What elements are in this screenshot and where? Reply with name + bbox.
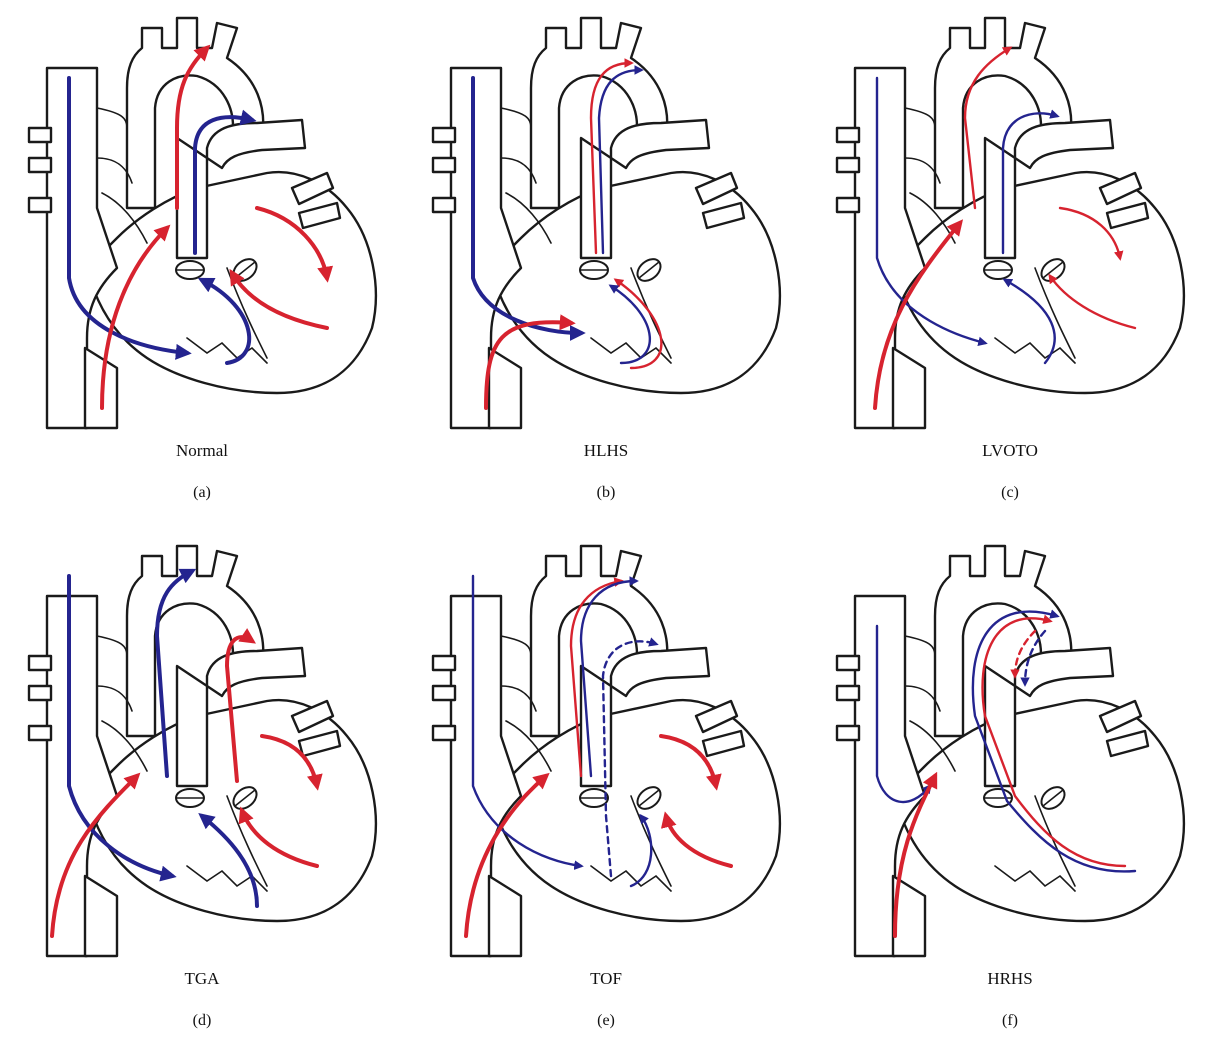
heart-diagram-normal [27, 8, 377, 418]
heart-diagram-lvoto [835, 8, 1185, 418]
heart-diagram-hrhs [835, 536, 1185, 946]
panel-f: HRHS (f) [808, 528, 1212, 1056]
panel-letter: (a) [0, 483, 404, 503]
panel-c: LVOTO (c) [808, 0, 1212, 528]
panel-title: HLHS [404, 441, 808, 461]
panel-letter: (c) [808, 483, 1212, 503]
panel-d: TGA (d) [0, 528, 404, 1056]
panel-title: TOF [404, 969, 808, 989]
panel-title: TGA [0, 969, 404, 989]
heart-diagram-tga [27, 536, 377, 946]
panel-letter: (f) [808, 1011, 1212, 1031]
heart-diagram-hlhs [431, 8, 781, 418]
heart-diagram-tof [431, 536, 781, 946]
panel-b: HLHS (b) [404, 0, 808, 528]
panel-letter: (b) [404, 483, 808, 503]
panel-e: TOF (e) [404, 528, 808, 1056]
panel-letter: (e) [404, 1011, 808, 1031]
panel-title: HRHS [808, 969, 1212, 989]
panel-title: LVOTO [808, 441, 1212, 461]
panel-title: Normal [0, 441, 404, 461]
panel-a: Normal (a) [0, 0, 404, 528]
panel-letter: (d) [0, 1011, 404, 1031]
